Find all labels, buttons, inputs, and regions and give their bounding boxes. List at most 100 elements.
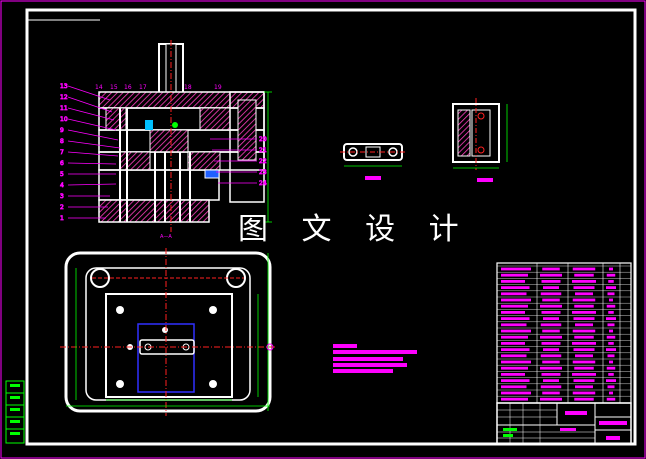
bom-cell (606, 335, 616, 339)
bom-cell (607, 385, 615, 389)
bom-cell (501, 348, 530, 351)
bom-cell (575, 323, 593, 327)
bom-cell (574, 304, 594, 308)
bom-cell (609, 360, 613, 364)
bom-cell (543, 286, 559, 289)
svg-text:23: 23 (259, 169, 267, 176)
svg-text:4: 4 (60, 182, 64, 189)
part-detail-view-1 (340, 143, 406, 180)
bom-cell (541, 342, 561, 345)
bom-cell (501, 354, 527, 358)
svg-text:15: 15 (110, 84, 118, 91)
bom-cell (608, 311, 614, 314)
svg-text:7: 7 (60, 149, 64, 156)
bom-cell (606, 273, 616, 277)
bom-cell (608, 280, 614, 283)
bom-cell (501, 298, 531, 302)
svg-text:14: 14 (95, 84, 103, 91)
bom-cell (542, 391, 560, 395)
bom-cell (540, 397, 562, 401)
bom-cell (540, 292, 562, 296)
bom-cell (540, 354, 562, 358)
bom-cell (572, 267, 596, 271)
bom-cell (542, 298, 560, 302)
bom-cell (573, 286, 595, 289)
svg-text:10: 10 (60, 116, 68, 123)
part-detail-view-2 (452, 98, 508, 182)
bom-cell (501, 317, 530, 320)
bom-cell (572, 342, 596, 345)
bom-cell (501, 360, 531, 364)
bom-cell (501, 385, 527, 389)
bom-cell (608, 342, 614, 345)
svg-text:18: 18 (184, 84, 192, 91)
bom-cell (572, 373, 596, 376)
technical-notes (333, 344, 417, 373)
bom-cell (501, 391, 531, 395)
bom-cell (572, 391, 596, 395)
watermark-text: 图 文 设 计 (238, 212, 471, 247)
svg-text:9: 9 (60, 127, 64, 134)
svg-text:17: 17 (139, 84, 147, 91)
bom-cell (501, 335, 528, 339)
section-height-dimension (264, 91, 272, 223)
bom-cell (501, 273, 528, 277)
bom-cell (606, 317, 616, 320)
part-number-labels-left: 13 12 11 10 9 8 7 6 5 4 3 2 1 (60, 83, 121, 222)
bom-cell (609, 267, 613, 271)
section-label: A—A (160, 234, 172, 240)
bom-cell (541, 311, 561, 314)
bom-cell (501, 342, 525, 345)
bom-cell (543, 317, 559, 320)
bom-cell (572, 329, 596, 333)
svg-text:13: 13 (60, 83, 68, 90)
bom-cell (501, 397, 528, 401)
bom-cell (609, 391, 613, 395)
bom-table (496, 262, 632, 404)
bom-cell (543, 348, 559, 351)
bom-cell (542, 329, 560, 333)
bom-cell (607, 323, 615, 327)
bom-cell (573, 348, 595, 351)
bom-cell (606, 366, 616, 370)
svg-text:5: 5 (60, 171, 64, 178)
svg-text:24: 24 (259, 180, 267, 187)
bom-cell (501, 329, 531, 333)
bom-cell (608, 373, 614, 376)
bom-cell (540, 385, 562, 389)
bom-cell (542, 360, 560, 364)
bom-cell (540, 366, 562, 370)
margin-label-strip (5, 380, 25, 444)
bom-cell (575, 292, 593, 296)
bom-cell (606, 397, 616, 401)
bom-cell (606, 304, 616, 308)
bom-cell (606, 286, 616, 289)
bom-cell (574, 273, 594, 277)
bom-cell (609, 298, 613, 302)
section-view-assembly (98, 40, 265, 232)
svg-text:20: 20 (259, 136, 267, 143)
bom-cell (501, 280, 525, 283)
svg-text:3: 3 (60, 193, 64, 200)
bom-cell (501, 373, 525, 376)
svg-text:2: 2 (60, 204, 64, 211)
part-number-labels-top: 14 15 16 17 18 19 (95, 84, 222, 91)
bom-cell (501, 323, 527, 327)
bom-cell (606, 379, 616, 382)
bom-cell (540, 335, 562, 339)
bom-cell (574, 397, 594, 401)
svg-text:8: 8 (60, 138, 64, 145)
bom-cell (541, 373, 561, 376)
svg-text:6: 6 (60, 160, 64, 167)
bom-cell (575, 385, 593, 389)
svg-text:21: 21 (259, 147, 267, 154)
svg-text:19: 19 (214, 84, 222, 91)
bom-cell (573, 317, 595, 320)
bom-cell (540, 273, 562, 277)
svg-text:1: 1 (60, 215, 64, 222)
svg-text:16: 16 (124, 84, 132, 91)
bom-cell (501, 311, 525, 314)
bom-cell (572, 280, 596, 283)
bom-cell (573, 379, 595, 382)
